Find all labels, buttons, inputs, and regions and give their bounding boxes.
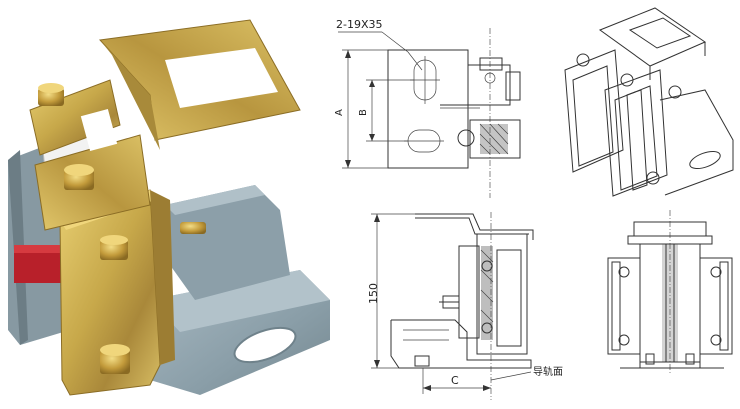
dim-b-label: B: [358, 109, 369, 116]
end-view-drawing: [600, 200, 740, 409]
dim-c-label: C: [451, 374, 459, 387]
dim-height-label: 150: [367, 283, 380, 304]
slot-callout: 2-19X35: [336, 18, 383, 31]
isometric-drawing: [545, 0, 740, 200]
base-plate: [150, 185, 330, 395]
top-clamp-plate: [29, 19, 301, 231]
bolt-top: [38, 83, 64, 106]
dim-a-label: A: [334, 109, 345, 116]
rail-face-label: 导轨面: [533, 365, 563, 378]
bolt-bottom: [100, 344, 130, 374]
side-elevation-drawing: 150 C 导轨面: [355, 200, 595, 409]
bolt-middle: [64, 164, 94, 190]
bolt-side: [100, 222, 206, 260]
front-elevation-drawing: 2-19X35 A B: [330, 0, 540, 200]
product-photo: [0, 0, 340, 409]
